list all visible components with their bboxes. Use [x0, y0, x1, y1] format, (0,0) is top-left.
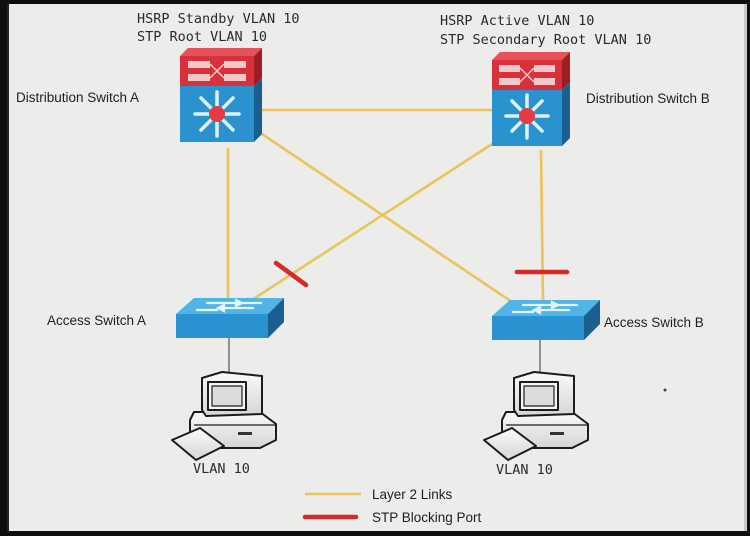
blocking-marker-distb-accessa: [273, 260, 309, 288]
link-distb-accessb: [539, 149, 545, 303]
link-dista-accessb: [261, 132, 513, 304]
distb-stp-annotation: STP Secondary Root VLAN 10: [440, 32, 651, 48]
layer3-switch-icon: [180, 48, 262, 142]
distribution-switch-b-label: Distribution Switch B: [586, 91, 710, 106]
links: [226, 108, 545, 304]
distribution-switch-a-label: Distribution Switch A: [16, 90, 139, 105]
access-switch-b[interactable]: [492, 300, 600, 340]
diagram-frame: [7, 4, 747, 531]
workstation-icon: [171, 371, 277, 461]
distribution-switch-b[interactable]: [492, 52, 570, 146]
stray-dot: [663, 388, 667, 392]
stp-blocking-markers: [273, 260, 570, 288]
access-switch-a[interactable]: [176, 298, 284, 338]
legend: Layer 2 Links STP Blocking Port: [302, 487, 482, 525]
dista-stp-annotation: STP Root VLAN 10: [137, 29, 267, 45]
dista-hsrp-annotation: HSRP Standby VLAN 10: [137, 11, 300, 27]
pc-a[interactable]: [171, 371, 277, 461]
pc-b-vlan-label: VLAN 10: [496, 462, 553, 478]
link-distb-accessa: [251, 142, 493, 302]
layer2-switch-icon: [176, 298, 284, 338]
legend-layer2-label: Layer 2 Links: [372, 487, 453, 502]
workstation-icon: [483, 371, 589, 461]
pc-a-vlan-label: VLAN 10: [193, 461, 250, 477]
distribution-switch-a[interactable]: [180, 48, 262, 142]
legend-blocking-label: STP Blocking Port: [372, 510, 482, 525]
layer3-switch-icon: [492, 52, 570, 146]
access-switch-b-label: Access Switch B: [604, 315, 704, 330]
layer2-switch-icon: [492, 300, 600, 340]
pc-b[interactable]: [483, 371, 589, 461]
distb-hsrp-annotation: HSRP Active VLAN 10: [440, 13, 594, 29]
access-switch-a-label: Access Switch A: [47, 313, 146, 328]
